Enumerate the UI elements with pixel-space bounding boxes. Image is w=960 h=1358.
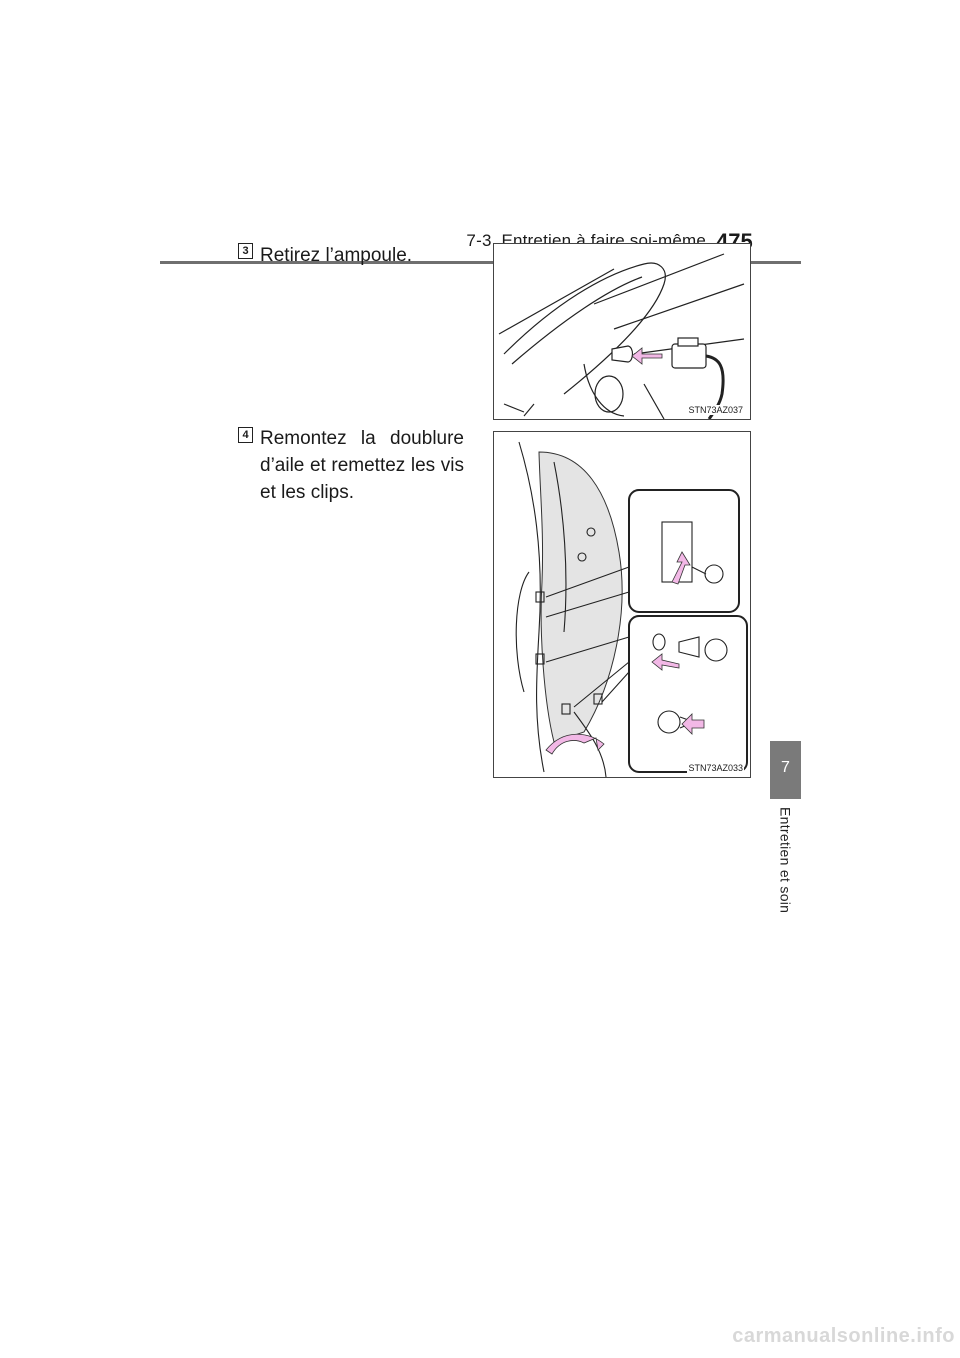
bulb-removal-illustration <box>498 253 745 419</box>
bulb-removal-figure: STN73AZ037 <box>493 243 751 420</box>
chapter-label-text: Entretien et soin <box>777 807 794 914</box>
figure-code: STN73AZ037 <box>687 405 744 415</box>
chapter-number: 7 <box>781 759 790 776</box>
watermark: carmanualsonline.info <box>732 1325 955 1347</box>
step-number-badge: 4 <box>238 427 253 443</box>
fender-liner-figure: STN73AZ033 <box>493 431 751 778</box>
header-divider <box>160 261 801 264</box>
fender-liner-reinstall-illustration <box>515 441 748 777</box>
chapter-tab: 7 <box>770 741 801 799</box>
direction-arrow-icon <box>545 551 705 755</box>
figure-code: STN73AZ033 <box>687 763 744 773</box>
step-instruction: Remontez la doublure d’aile et remettez … <box>260 428 464 503</box>
step-number-badge: 3 <box>238 243 253 259</box>
step-instruction: Retirez l’ampoule. <box>260 245 413 266</box>
direction-arrow-icon <box>631 347 663 365</box>
chapter-label: Entretien et soin <box>770 807 801 947</box>
